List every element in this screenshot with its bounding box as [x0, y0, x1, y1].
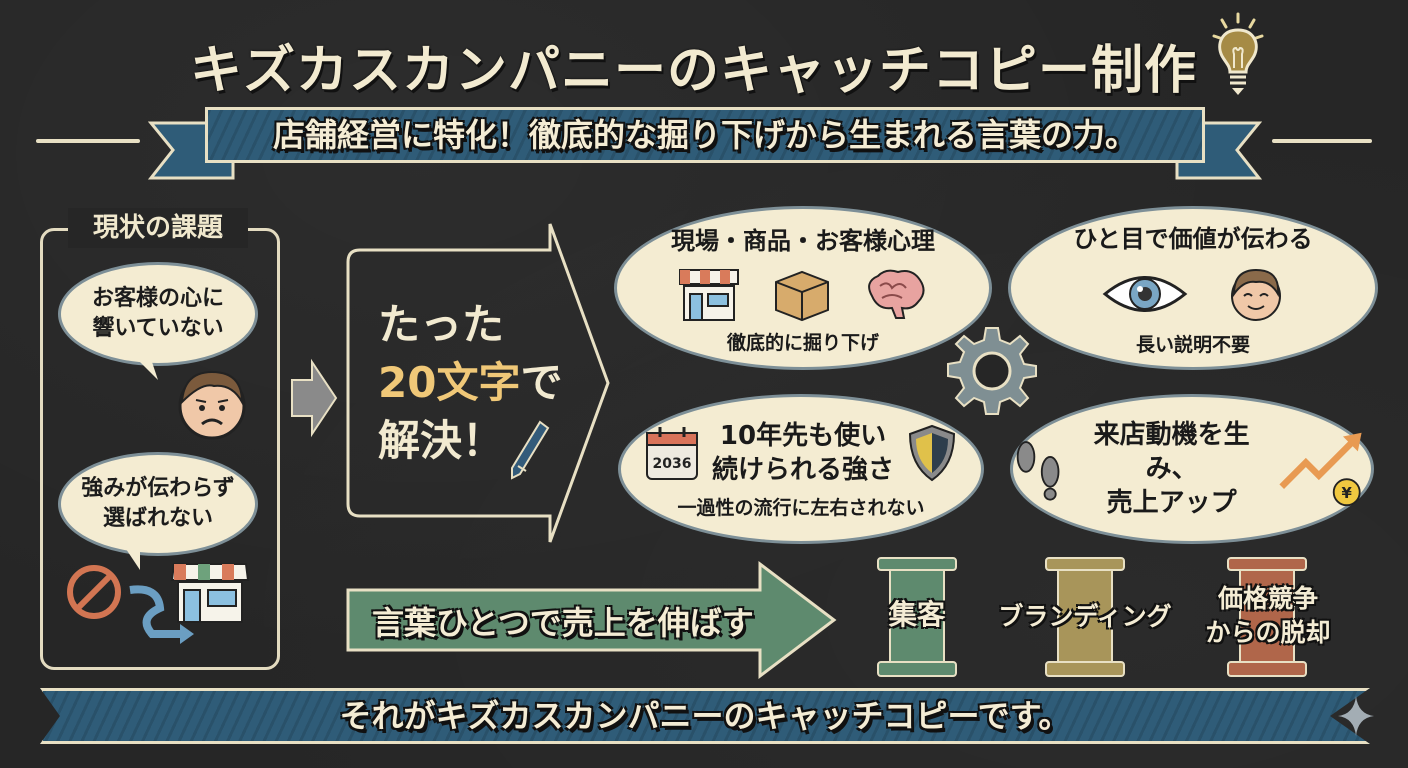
svg-text:2036: 2036: [653, 456, 692, 472]
benefit-2-title: ひと目で価値が伝わる: [1073, 225, 1313, 253]
benefit-3-sub: 一過性の流行に左右されない: [677, 496, 925, 519]
problem-1-line2: 響いていない: [92, 316, 224, 341]
solution-arrow-frame: [346, 223, 610, 543]
benefit-1-sub: 徹底的に掘り下げ: [726, 332, 879, 354]
pillar-green: [877, 557, 957, 677]
sad-face-icon: [178, 370, 246, 440]
bubble-tail: [120, 540, 140, 570]
solution-line2-rest: で: [520, 358, 563, 407]
benefit-3-title-1: 10年先も使い: [719, 420, 887, 451]
yen-coin-icon: ¥: [1332, 478, 1361, 507]
shield-icon: [908, 424, 956, 481]
solution-text: たった 20文字で 解決！: [378, 296, 562, 470]
problem-2-line1: 強みが伝わらず: [81, 476, 235, 501]
decorative-line-right: [1272, 139, 1372, 143]
pillar-label-3-line1: 価格競争: [1217, 584, 1318, 613]
solution-accent: 20文字: [378, 358, 521, 407]
box-icon: [775, 270, 829, 322]
solution-line3: 解決！: [378, 416, 505, 465]
pillar-label-2: ブランディング: [998, 602, 1172, 631]
smile-face-icon: [1231, 268, 1281, 321]
problem-1-line1: お客様の心に: [91, 286, 224, 311]
benefit-2-sub: 長い説明不要: [1135, 334, 1250, 356]
sparkle-icon: [1338, 696, 1374, 736]
growth-arrow-banner: [346, 560, 837, 680]
benefit-3-title-2: 続けられる強さ: [711, 454, 894, 485]
problem-bubble-1: お客様の心に 響いていない: [58, 262, 258, 366]
decorative-line-left: [36, 139, 140, 143]
growth-arrow-label: 言葉ひとつで売上を伸ばす: [372, 604, 754, 642]
solution-line1: たった: [378, 300, 505, 349]
gear-icon: [947, 327, 1037, 415]
flow-arrow-icon: [291, 358, 338, 438]
pillar-label-3-line2: からの脱却: [1205, 618, 1331, 647]
problems-heading: 現状の課題: [68, 208, 248, 248]
page-title: キズカスカンパニーのキャッチコピー制作: [190, 41, 1198, 101]
pillar-label-3: 価格競争 からの脱却: [1190, 582, 1346, 650]
eye-icon: [1102, 276, 1188, 312]
footprints-icon: [1016, 441, 1060, 501]
prohibited-icon: [67, 565, 121, 619]
benefit-4-title-1: 来店動機を生み、: [1093, 420, 1250, 484]
problem-2-line2: 選ばれない: [102, 506, 213, 531]
store-icon: [679, 269, 739, 321]
curved-arrow-icon: [129, 585, 194, 644]
benefit-4-title-2: 売上アップ: [1106, 488, 1237, 518]
benefit-bubble-2: ひと目で価値が伝わる 長い説明不要: [1008, 206, 1378, 370]
pillar-label-1: 集客: [888, 598, 945, 631]
problem-bubble-2: 強みが伝わらず 選ばれない: [58, 452, 258, 556]
footer-text: それがキズカスカンパニーのキャッチコピーです。: [339, 697, 1071, 735]
benefit-bubble-3: 2036 10年先も使い 続けられる強さ 一過性の流行に左右されない: [618, 394, 984, 544]
benefit-1-title: 現場・商品・お客様心理: [671, 227, 935, 255]
growth-arrow-icon: ¥: [1279, 432, 1362, 507]
brain-icon: [868, 269, 925, 319]
subtitle-text: 店舗経営に特化！徹底的な掘り下げから生まれる言葉の力。: [272, 116, 1137, 154]
svg-text:¥: ¥: [1342, 484, 1353, 502]
subtitle-ribbon: 店舗経営に特化！徹底的な掘り下げから生まれる言葉の力。: [205, 107, 1205, 163]
benefit-bubble-1: 現場・商品・お客様心理 徹底的に掘り下げ: [614, 206, 992, 370]
pillar-gold: [1045, 557, 1125, 677]
calendar-icon: 2036: [645, 426, 698, 480]
pen-icon: [511, 420, 550, 480]
bubble-tail: [128, 350, 158, 380]
lightbulb-icon: [1212, 12, 1264, 95]
footer-ribbon: それがキズカスカンパニーのキャッチコピーです。: [40, 688, 1370, 744]
pillar-red: [1227, 557, 1307, 677]
benefit-bubble-4: 来店動機を生み、 売上アップ ¥: [1010, 394, 1374, 544]
store-icon: [170, 563, 250, 623]
